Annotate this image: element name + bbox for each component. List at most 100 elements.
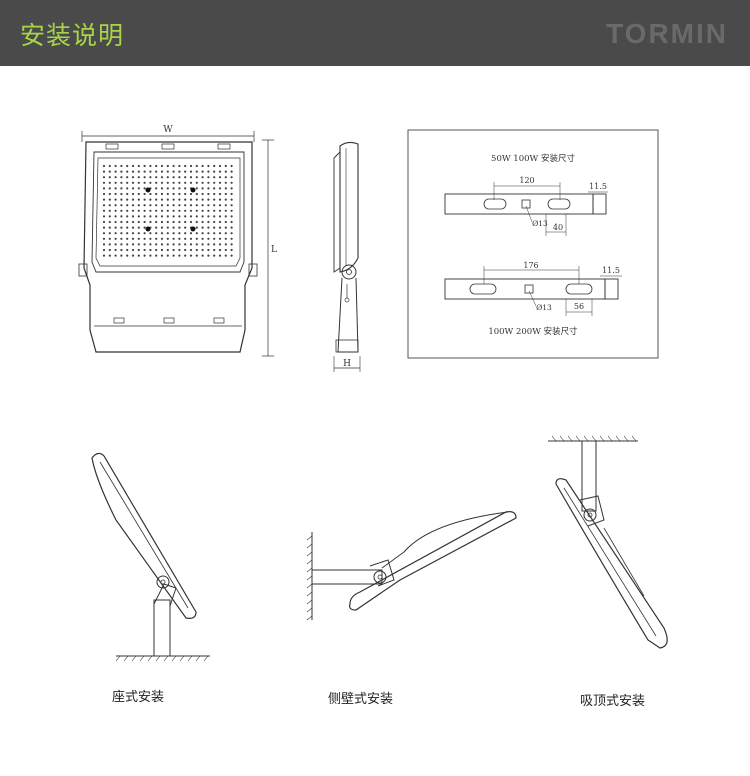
led-dot <box>120 248 123 252</box>
led-dot <box>201 232 204 235</box>
led-dot <box>126 209 129 212</box>
led-dot <box>195 232 198 235</box>
led-dot <box>189 164 193 168</box>
led-dot <box>114 192 117 196</box>
led-dot <box>143 220 146 224</box>
led-dot <box>230 226 233 229</box>
led-dot <box>172 204 175 207</box>
led-dot <box>172 198 175 201</box>
led-dot <box>201 192 204 196</box>
led-dot <box>207 254 210 257</box>
led-dot <box>120 220 123 224</box>
led-dot <box>166 204 169 207</box>
led-dot <box>178 164 181 168</box>
led-dot <box>172 237 175 240</box>
led-dot <box>207 248 210 252</box>
led-dot <box>184 226 187 229</box>
led-dot <box>218 237 222 240</box>
led-dot <box>155 215 158 218</box>
front-view: W L <box>78 125 277 357</box>
led-dot <box>120 232 123 235</box>
led-dot <box>160 232 164 235</box>
led-dot <box>184 204 187 207</box>
led-dot <box>108 204 111 207</box>
led-dot <box>195 215 198 218</box>
led-dot <box>184 176 187 179</box>
header-bar: 安装说明 TORMIN <box>0 0 750 66</box>
led-dot <box>143 176 146 179</box>
led-dot <box>207 232 210 235</box>
led-dot <box>131 243 135 246</box>
led-dot <box>195 243 198 246</box>
led-dot <box>178 243 181 246</box>
led-dot <box>108 164 111 168</box>
led-dot <box>102 243 106 246</box>
led-dot <box>155 192 158 196</box>
led-dot <box>189 192 193 196</box>
led-dot <box>120 198 123 201</box>
led-dot <box>224 164 227 168</box>
led-dot <box>201 181 204 184</box>
led-dot <box>102 164 106 168</box>
led-dot <box>189 254 193 257</box>
led-dot <box>126 198 129 201</box>
led-dot <box>160 248 164 252</box>
led-dot <box>166 243 169 246</box>
led-dot <box>178 187 181 190</box>
led-dot <box>149 220 152 224</box>
led-dot <box>230 164 233 168</box>
led-dot <box>172 192 175 196</box>
base-mount-illustration <box>91 452 210 662</box>
led-dot <box>155 187 158 190</box>
led-dot <box>126 181 129 184</box>
led-dot <box>108 237 111 240</box>
led-dot <box>184 232 187 235</box>
led-dot <box>213 204 216 207</box>
led-dot <box>201 248 204 252</box>
led-dot <box>114 176 117 179</box>
led-dot <box>172 170 175 173</box>
led-dot <box>160 204 164 207</box>
led-dot <box>230 176 233 179</box>
led-dot <box>224 209 227 212</box>
led-dot <box>184 164 187 168</box>
led-dot <box>114 170 117 173</box>
led-dot <box>172 232 175 235</box>
led-dot <box>224 198 227 201</box>
led-dot <box>120 192 123 196</box>
led-dot <box>172 243 175 246</box>
led-dot <box>166 248 169 252</box>
led-dot <box>184 170 187 173</box>
led-dot <box>224 215 227 218</box>
led-dot <box>114 187 117 190</box>
led-dot <box>102 176 106 179</box>
led-dot <box>166 254 169 257</box>
led-dot <box>218 198 222 201</box>
led-dot <box>102 215 106 218</box>
led-dot <box>126 220 129 224</box>
led-dot <box>166 232 169 235</box>
led-dot <box>137 198 140 201</box>
top-hole-dim: Ø13 <box>532 219 548 228</box>
led-dot <box>160 237 164 240</box>
led-dot <box>189 243 193 246</box>
led-dot <box>160 254 164 257</box>
led-dot <box>108 243 111 246</box>
led-dot <box>108 176 111 179</box>
led-dot <box>213 170 216 173</box>
led-dot <box>207 226 210 229</box>
led-dot <box>195 254 198 257</box>
led-dot <box>218 181 222 184</box>
led-dot <box>143 192 146 196</box>
led-dot <box>230 192 233 196</box>
led-dot <box>149 215 152 218</box>
led-dot <box>224 192 227 196</box>
led-dot <box>172 187 175 190</box>
length-label: L <box>271 245 277 255</box>
led-dot <box>114 209 117 212</box>
led-dot <box>143 170 146 173</box>
led-dot <box>230 187 233 190</box>
height-label: H <box>343 359 351 369</box>
led-dot <box>178 254 181 257</box>
led-dot <box>137 187 140 190</box>
